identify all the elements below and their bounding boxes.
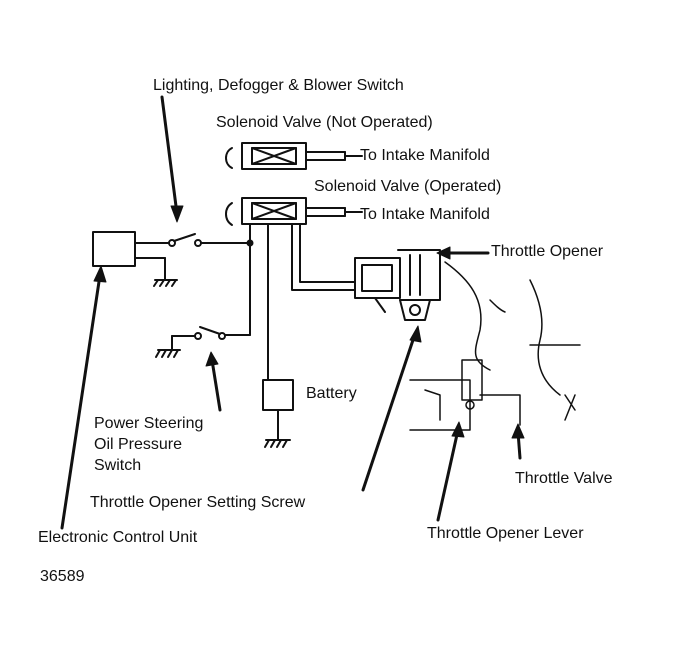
lighting-switch-arrow xyxy=(160,95,179,216)
setting-screw-label: Throttle Opener Setting Screw xyxy=(90,494,306,511)
lighting-switch-label: Lighting, Defogger & Blower Switch xyxy=(153,77,404,94)
arrow-heads xyxy=(93,205,525,439)
ps-switch-label-line1: Power Steering xyxy=(94,415,204,432)
ps-switch-arrow xyxy=(210,358,222,412)
opener-lever-arrow xyxy=(436,428,460,522)
setting-screw-arrow xyxy=(361,332,417,492)
battery-label: Battery xyxy=(306,385,357,402)
throttle-opener-body xyxy=(354,249,441,321)
throttle-opener-label: Throttle Opener xyxy=(491,243,604,260)
ps-ground xyxy=(155,349,181,358)
ecu-arrow xyxy=(60,273,102,530)
to-intake-manifold-label-1: To Intake Manifold xyxy=(360,147,490,164)
solenoid-not-operated-label: Solenoid Valve (Not Operated) xyxy=(216,114,433,131)
throttle-body-outline xyxy=(409,261,581,431)
battery-ground xyxy=(264,439,291,448)
pointer-arrows xyxy=(60,95,522,530)
battery-box xyxy=(262,379,294,411)
lighting-switch-contacts xyxy=(168,233,202,247)
solenoid-valve-operated xyxy=(225,197,346,226)
ps-switch-label-line3: Switch xyxy=(94,457,142,474)
solenoid-valve-not-operated xyxy=(225,142,346,170)
ecu-label: Electronic Control Unit xyxy=(38,529,198,546)
solenoid-operated-label: Solenoid Valve (Operated) xyxy=(314,178,502,195)
vacuum-hose xyxy=(291,223,361,291)
throttle-valve-label: Throttle Valve xyxy=(515,470,613,487)
to-intake-manifold-label-2: To Intake Manifold xyxy=(360,206,490,223)
ecu-box xyxy=(92,231,136,267)
ps-switch-contacts xyxy=(194,326,226,340)
ps-switch-label-line2: Oil Pressure xyxy=(94,436,183,453)
figure-number: 36589 xyxy=(40,568,85,585)
opener-lever-label: Throttle Opener Lever xyxy=(427,525,584,542)
ecu-ground xyxy=(134,257,178,287)
